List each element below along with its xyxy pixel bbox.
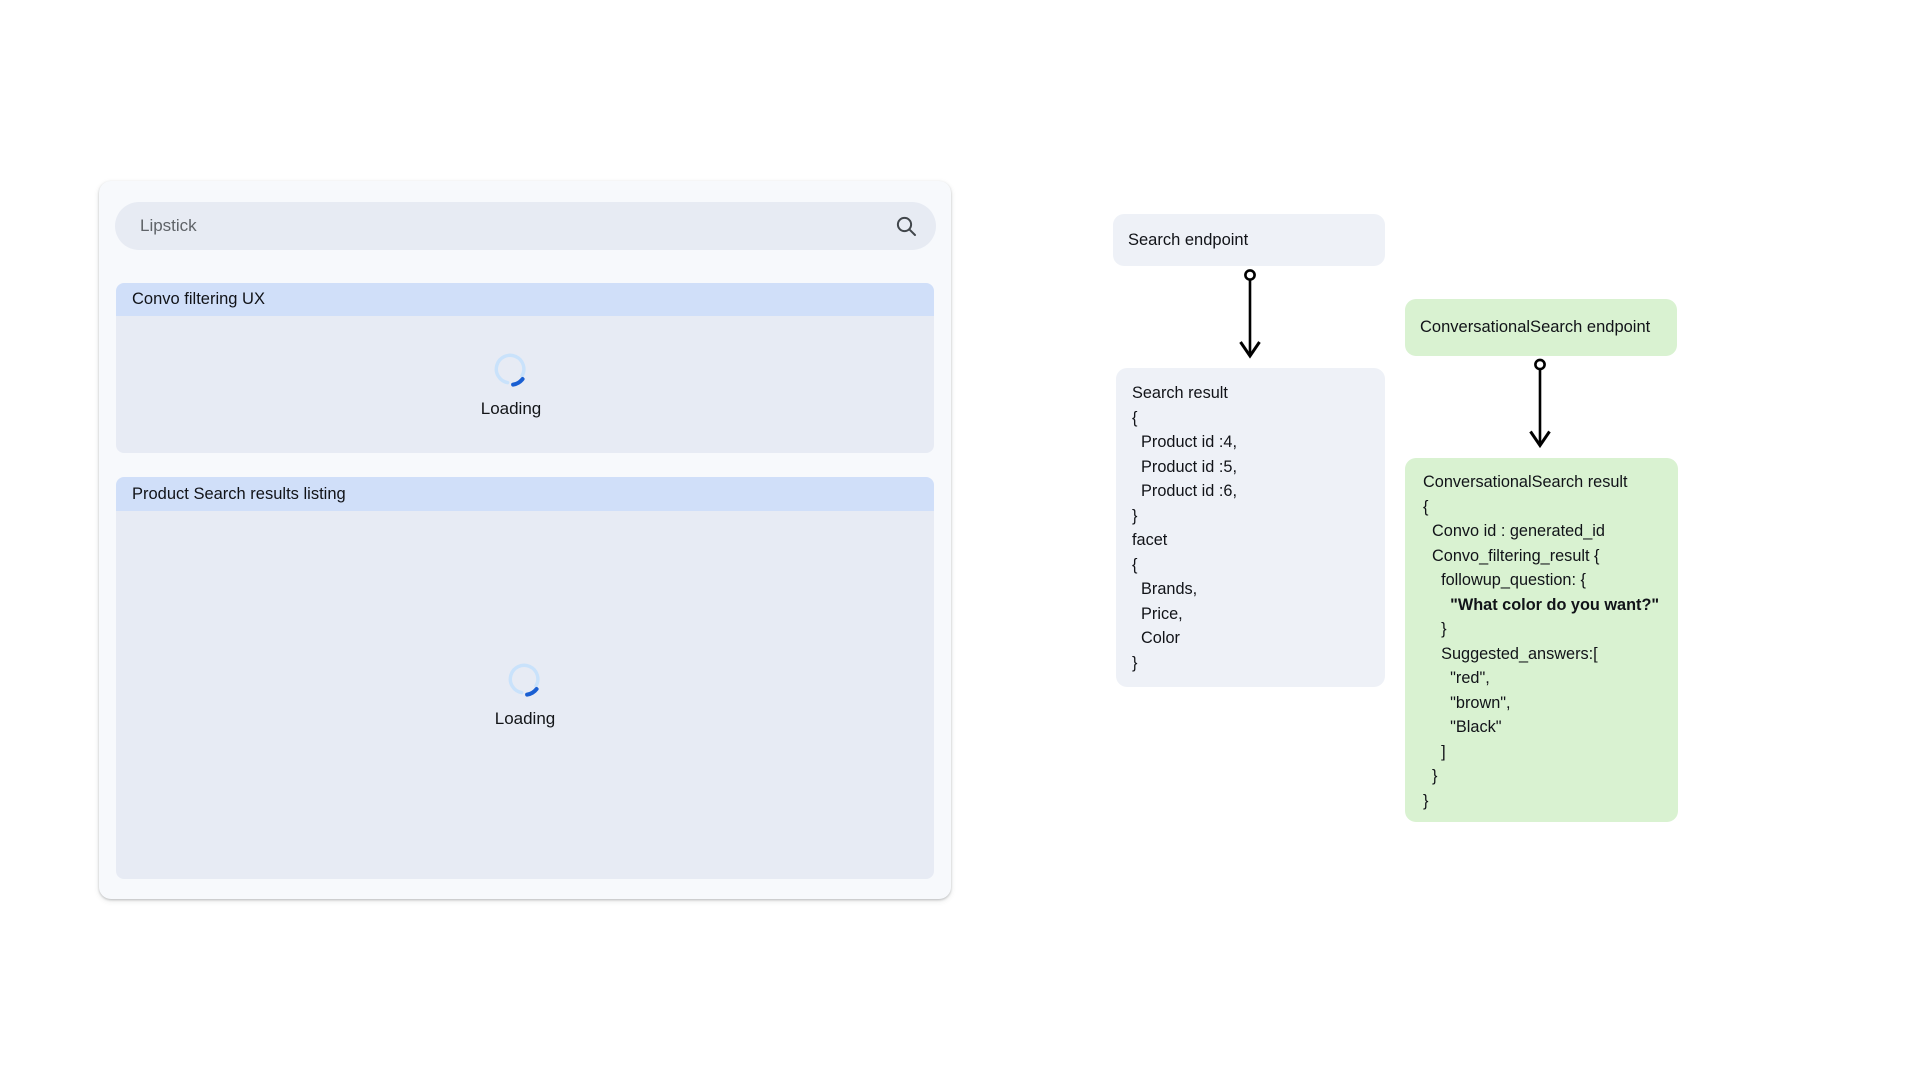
section-body: Loading: [116, 316, 934, 453]
section-convo-filtering: Convo filtering UX Loading: [116, 283, 934, 453]
loader: Loading: [480, 351, 542, 419]
search-result-box: Search result { Product id :4, Product i…: [1116, 368, 1385, 687]
section-header: Product Search results listing: [116, 477, 934, 511]
section-title: Convo filtering UX: [132, 290, 265, 308]
app-card: Convo filtering UX Loading Product Searc…: [99, 181, 951, 899]
followup-question-line: "What color do you want?": [1423, 595, 1660, 614]
section-body: Loading: [116, 511, 934, 879]
arrow-down-icon: [1529, 358, 1551, 449]
conversational-endpoint-label: ConversationalSearch endpoint: [1420, 318, 1651, 337]
conversational-result-title: ConversationalSearch result: [1423, 473, 1628, 491]
search-endpoint-label: Search endpoint: [1128, 230, 1249, 249]
search-bar: [115, 202, 936, 250]
loading-label: Loading: [480, 398, 542, 418]
loading-spinner-icon: [508, 663, 540, 697]
search-endpoint-box: Search endpoint: [1113, 214, 1385, 266]
conversational-endpoint-box: ConversationalSearch endpoint: [1405, 299, 1677, 356]
loading-spinner-icon: [494, 353, 526, 387]
conversational-result-json-top: { Convo id : generated_id Convo_filterin…: [1423, 497, 1605, 590]
arrow-down-icon: [1239, 269, 1261, 359]
conversational-result-json-bottom: } Suggested_answers:[ "red", "brown", "B…: [1423, 620, 1598, 810]
section-header: Convo filtering UX: [116, 283, 934, 316]
section-product-results: Product Search results listing Loading: [116, 477, 934, 879]
search-result-json: { Product id :4, Product id :5, Product …: [1132, 408, 1237, 672]
search-result-title: Search result: [1132, 384, 1228, 402]
search-input[interactable]: [140, 202, 880, 250]
search-icon[interactable]: [894, 214, 918, 238]
loader: Loading: [494, 661, 556, 729]
section-title: Product Search results listing: [132, 484, 346, 503]
conversational-result-box: ConversationalSearch result { Convo id :…: [1405, 458, 1678, 822]
loading-label: Loading: [494, 709, 556, 728]
